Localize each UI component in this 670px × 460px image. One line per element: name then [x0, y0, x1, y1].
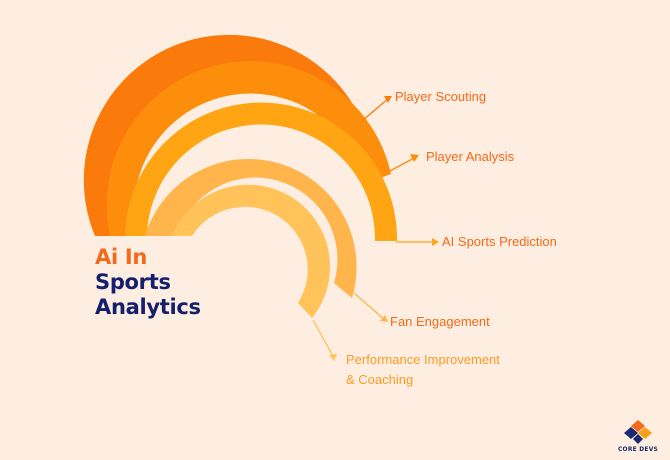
core-devs-logo-mark	[624, 420, 652, 444]
title-line-ai-in: Ai In	[95, 245, 148, 269]
leader-arrow-player-scouting	[384, 96, 392, 103]
label-ai-sports-prediction: AI Sports Prediction	[442, 234, 557, 249]
label-performance-improvement: Performance Improvement	[346, 352, 500, 367]
leader-arrow-performance-improvement	[329, 354, 337, 361]
leader-line-fan-engagement	[353, 292, 386, 321]
arc-player-analysis	[106, 61, 392, 237]
arc-performance-improvement	[172, 184, 331, 318]
leader-arrow-player-analysis	[410, 154, 419, 162]
leader-arrow-ai-sports-prediction	[432, 238, 439, 246]
core-devs-logo: CORE DEVS	[612, 416, 664, 456]
diagram-title: Ai In Sports Analytics	[95, 245, 201, 320]
label-player-scouting: Player Scouting	[395, 89, 486, 104]
leader-line-player-scouting	[361, 96, 391, 122]
arc-fan-engagement	[145, 158, 357, 298]
leader-arrow-fan-engagement	[380, 315, 388, 322]
leader-line-player-analysis	[387, 156, 417, 173]
label-coaching: & Coaching	[346, 372, 413, 387]
label-player-analysis: Player Analysis	[426, 149, 515, 164]
title-line-sports: Sports	[95, 270, 171, 294]
logo-text: CORE DEVS	[617, 445, 659, 453]
leader-line-performance-improvement	[312, 319, 334, 357]
arc-ai-sports-prediction	[125, 102, 398, 241]
label-fan-engagement: Fan Engagement	[390, 314, 490, 329]
title-line-analytics: Analytics	[95, 295, 201, 319]
